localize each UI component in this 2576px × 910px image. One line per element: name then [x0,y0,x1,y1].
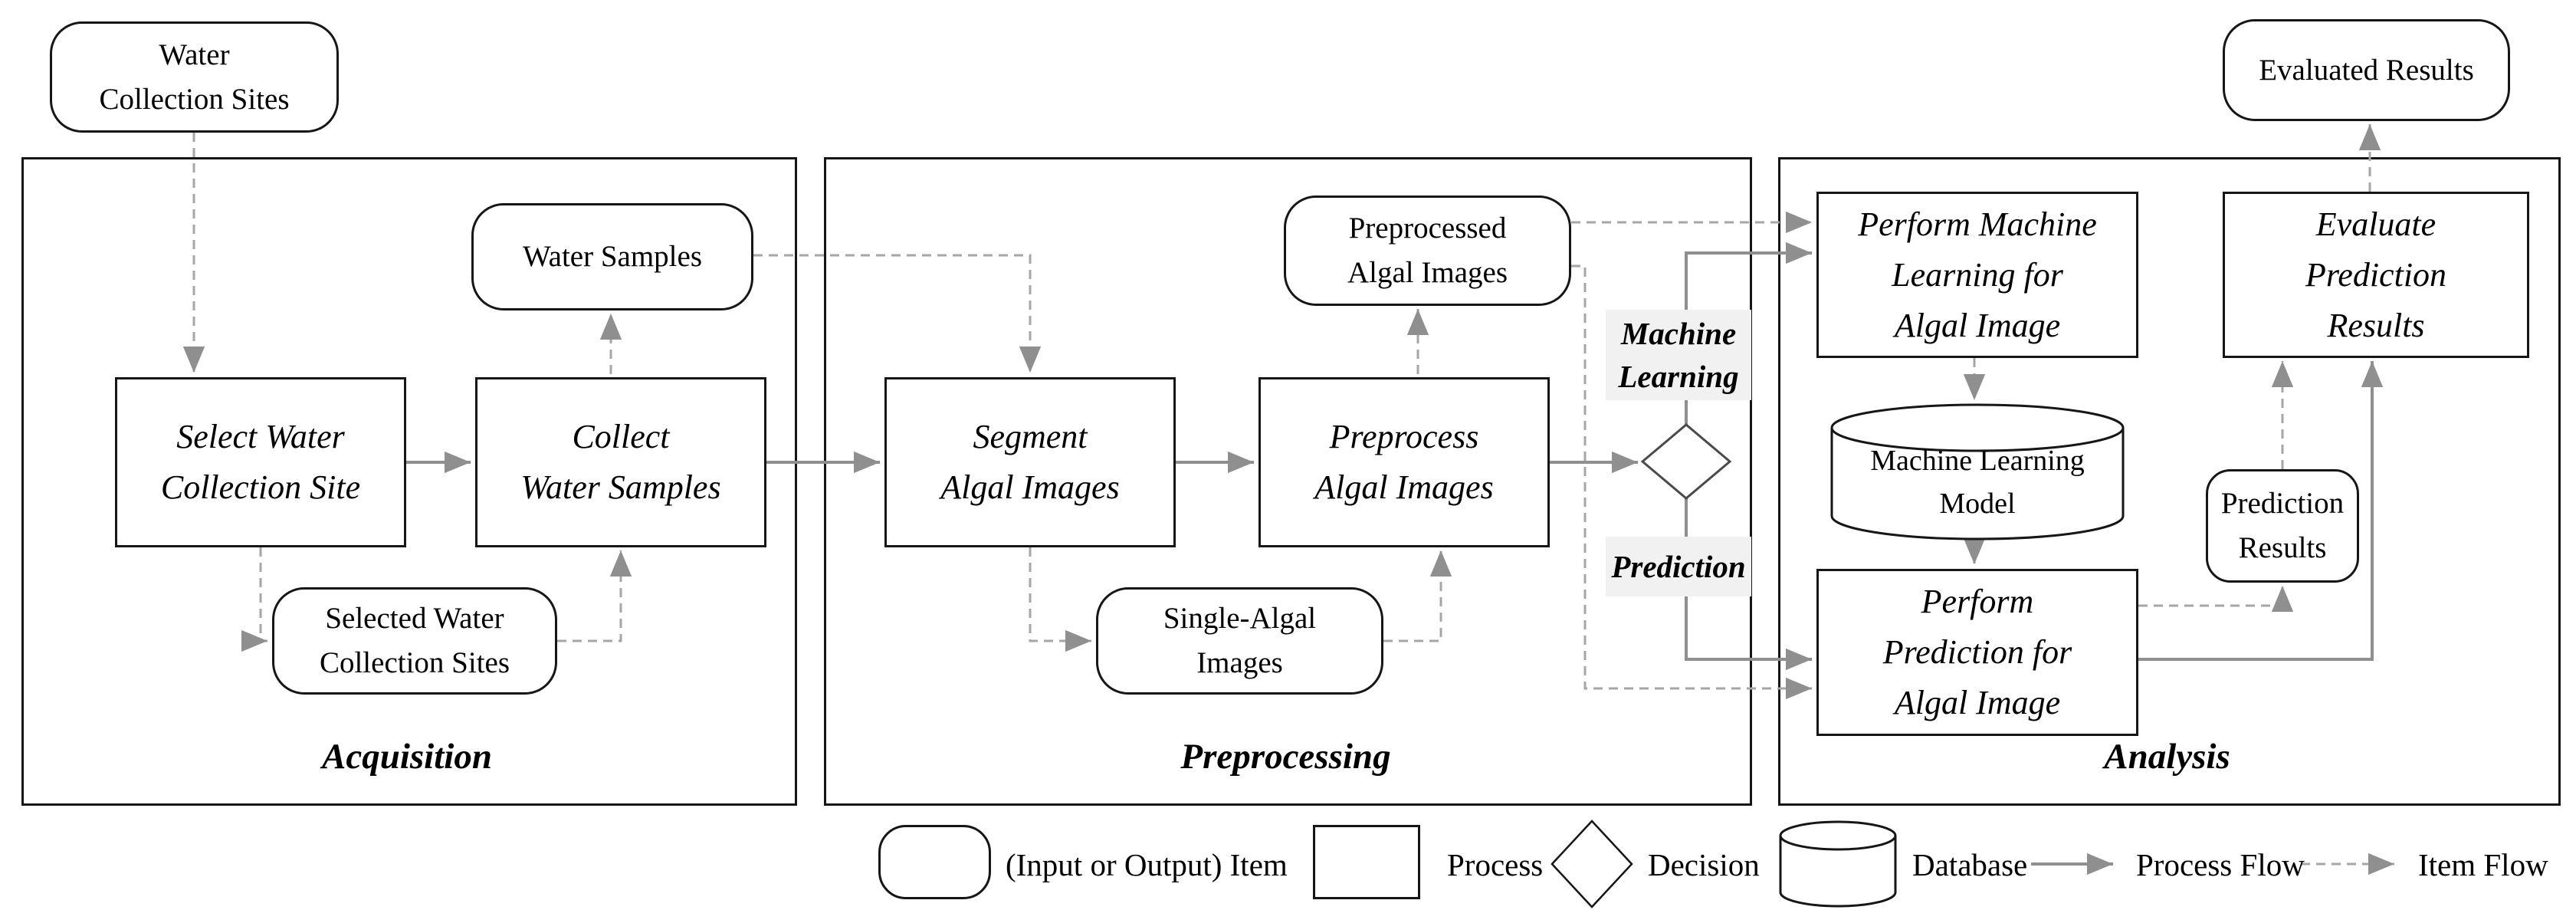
process-box-perform-machine-learning-label: Perform Machine Learning for Algal Image [1858,205,2097,344]
item-box-prediction-results: Prediction Results [2206,469,2359,583]
item-box-selected-water-collection-sites: Selected Water Collection Sites [272,587,557,695]
process-box-preprocess-algal-images: Preprocess Algal Images [1258,377,1550,547]
database-cylinder-top [1830,403,2125,452]
branch-label-machine-learning: Machine Learning [1606,310,1751,400]
legend-process-label: Process [1447,847,1544,882]
process-box-select-water-collection-site-label: Select Water Collection Site [160,418,361,506]
process-box-collect-water-samples-label: Collect Water Samples [520,418,721,506]
legend-database-label: Database [1912,847,2028,882]
item-box-single-algal-images: Single-Algal Images [1096,587,1383,695]
process-box-segment-algal-images: Segment Algal Images [884,377,1176,547]
process-box-evaluate-prediction-results-label: Evaluate Prediction Results [2305,205,2447,344]
item-box-water-samples-label: Water Samples [522,240,703,273]
item-flow-select-to-selected-sites [241,547,267,652]
item-box-preprocessed-algal-images-label: Preprocessed Algal Images [1347,212,1508,289]
process-box-perform-prediction-label: Perform Prediction for Algal Image [1882,583,2072,721]
section-preprocessing [824,157,1752,806]
process-box-perform-machine-learning: Perform Machine Learning for Algal Image [1816,192,2138,358]
process-box-preprocess-algal-images-label: Preprocess Algal Images [1314,418,1494,506]
section-analysis [1778,157,2561,806]
process-flow-prediction-to-evaluate [2138,361,2384,661]
branch-label-prediction: Prediction [1606,537,1751,596]
process-box-select-water-collection-site: Select Water Collection Site [115,377,406,547]
decision-diamond [1640,423,1732,500]
process-box-perform-prediction: Perform Prediction for Algal Image [1816,569,2138,736]
process-box-segment-algal-images-label: Segment Algal Images [940,418,1120,506]
legend-decision-label: Decision [1648,847,1760,882]
legend-item-label: (Input or Output) Item [1006,847,1288,882]
item-box-single-algal-images-label: Single-Algal Images [1163,602,1317,679]
legend-item-flow-label: Item Flow [2418,847,2548,882]
item-flow-prediction-to-results [2138,586,2294,612]
branch-label-prediction-text: Prediction [1611,549,1746,584]
legend-item-icon [878,825,991,899]
database-cylinder-body [1830,428,2125,540]
item-flow-water-samples-to-segment [753,254,1042,373]
section-acquisition [21,157,797,806]
branch-label-machine-learning-text: Machine Learning [1618,316,1739,394]
item-box-water-collection-sites-label: Water Collection Sites [99,38,290,116]
item-flow-selected-sites-to-collect [557,550,632,642]
legend-process-icon [1313,825,1420,899]
legend-database-icon-body [1779,836,1897,908]
process-box-evaluate-prediction-results: Evaluate Prediction Results [2223,192,2529,358]
database-machine-learning-model: Machine Learning Model [1832,429,2123,535]
item-box-water-collection-sites: Water Collection Sites [50,21,339,133]
item-box-water-samples: Water Samples [471,203,753,310]
section-label-analysis: Analysis [2104,737,2230,777]
database-machine-learning-model-label: Machine Learning Model [1870,445,2085,520]
item-box-evaluated-results-label: Evaluated Results [2259,53,2474,87]
item-flow-single-algal-to-preprocess [1383,550,1452,642]
process-box-collect-water-samples: Collect Water Samples [475,377,766,547]
section-label-preprocessing: Preprocessing [1180,737,1391,777]
legend-database-icon-top [1779,820,1897,851]
legend-process-flow-label: Process Flow [2136,847,2305,882]
legend-decision-icon [1551,820,1633,908]
item-box-evaluated-results: Evaluated Results [2223,19,2510,121]
section-label-acquisition: Acquisition [321,737,492,777]
item-flow-segment-to-single-algal [1029,547,1091,652]
item-box-preprocessed-algal-images: Preprocessed Algal Images [1284,195,1571,306]
item-box-prediction-results-label: Prediction Results [2220,487,2345,564]
item-flow-preprocessed-to-perform-prediction [1571,264,1812,700]
item-box-selected-water-collection-sites-label: Selected Water Collection Sites [319,602,510,679]
